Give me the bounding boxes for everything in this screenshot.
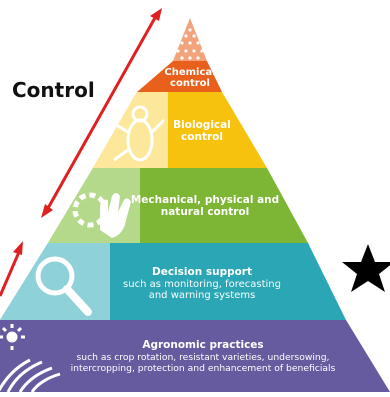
dots-icon (173, 18, 207, 61)
level-mechanical-title-line: natural control (161, 206, 250, 218)
level-agronomic-title-line: Agronomic practices (142, 339, 263, 351)
beneficial-insect-icon (111, 105, 166, 162)
level-chemical-title-line: control (170, 78, 210, 89)
level-decision-detail-line: such as monitoring, forecasting (123, 279, 281, 290)
control-range-arrow (41, 8, 162, 218)
level-mechanical-title-line: Mechanical, physical and (131, 194, 279, 206)
star-icon (342, 244, 390, 292)
level-chemical (137, 61, 222, 92)
level-chemical-title-line: Chemical (164, 67, 215, 78)
level-biological-title-line: Biological (173, 119, 231, 131)
level-agronomic-detail-line: intercropping, protection and enhancemen… (71, 363, 336, 374)
level-agronomic-detail-line: such as crop rotation, resistant varieti… (77, 352, 330, 363)
level-decision-title-line: Decision support (152, 266, 252, 278)
level-decision-detail-line: and warning systems (149, 290, 256, 301)
lower-range-arrow (0, 241, 23, 297)
magnifier-icon (35, 256, 92, 316)
level-agronomic (0, 320, 390, 392)
field-icon (0, 324, 61, 393)
level-biological-title-line: control (181, 131, 223, 143)
control-label: Control (12, 78, 95, 102)
glove-gear-icon (72, 192, 131, 238)
